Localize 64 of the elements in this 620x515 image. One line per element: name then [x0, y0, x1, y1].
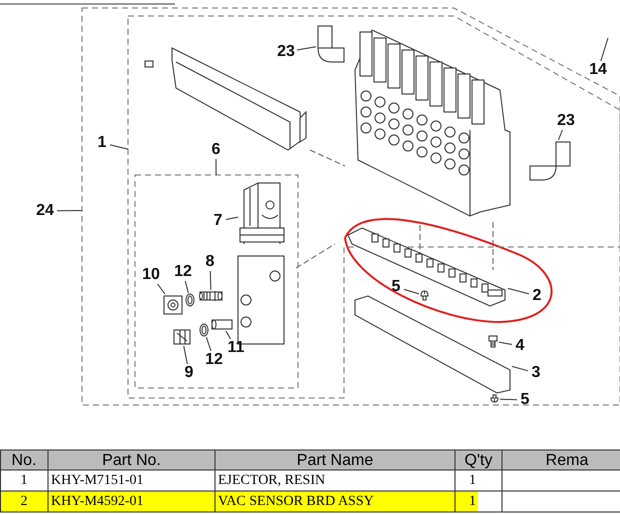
callout-number: 3 [528, 364, 544, 382]
callout-number: 12 [172, 263, 194, 281]
callout-number: 12 [203, 351, 225, 369]
fitting-icon [172, 328, 192, 346]
o-ring-icon [199, 323, 209, 337]
callout-number: 8 [202, 253, 218, 271]
callout-number: 2 [529, 287, 545, 305]
leader-line [210, 270, 212, 290]
table-cell-text: 1 [20, 472, 28, 490]
leader-line [498, 342, 512, 345]
table-cell-text: 2 [20, 493, 28, 511]
callout-number: 14 [586, 61, 610, 79]
leader-line [110, 144, 128, 150]
leader-line [296, 46, 316, 50]
screw-icon [419, 290, 430, 301]
leader-line [500, 398, 518, 400]
column-header: Part Name [296, 451, 374, 470]
leader-line [404, 288, 420, 294]
callout-number: 5 [388, 278, 404, 296]
fitting-icon [162, 294, 184, 316]
table-cell-text: KHY-M4592-01 [50, 493, 145, 511]
screw-icon [489, 394, 500, 404]
callout-number: 7 [210, 212, 226, 230]
callout-number: 23 [275, 43, 297, 61]
callout-number: 23 [555, 112, 577, 130]
leader-line [206, 336, 212, 352]
o-ring-icon [185, 293, 195, 307]
callout-number: 10 [140, 266, 162, 284]
leader-line [226, 216, 238, 220]
elbow-fitting-icon [528, 140, 572, 182]
mounting-bracket-drawing [353, 294, 512, 395]
leader-line [508, 288, 530, 294]
table-cell-text: VAC SENSOR BRD ASSY [217, 493, 375, 511]
leader-line [184, 280, 189, 294]
sensor-board-drawing [346, 226, 508, 308]
column-header: Part No. [101, 451, 162, 470]
leader-line [600, 38, 608, 62]
leader-line [225, 330, 232, 340]
callout-number: 4 [512, 337, 528, 355]
table-cell-text: EJECTOR, RESIN [217, 472, 326, 490]
fitting-icon [198, 290, 224, 302]
callout-number: 1 [94, 134, 110, 152]
column-header: Rema [544, 451, 590, 470]
solenoid-coil-drawing [238, 181, 286, 244]
callout-number: 11 [225, 339, 247, 357]
table-cell-text: 1 [468, 493, 477, 511]
callout-number: 9 [181, 364, 197, 382]
leader-line [512, 366, 528, 372]
leader-line [157, 284, 166, 294]
table-cell-text: KHY-M7151-01 [50, 472, 145, 490]
leader-line [56, 210, 82, 212]
leader-line [558, 130, 563, 140]
leader-line [216, 158, 217, 176]
column-header: Q'ty [464, 451, 494, 470]
elbow-fitting-icon [316, 24, 346, 64]
sleeve-icon [210, 318, 234, 331]
callout-number: 5 [517, 391, 533, 409]
leader-line [183, 346, 188, 364]
screw-icon [487, 334, 499, 348]
column-header: No. [10, 451, 38, 470]
table-cell-text: 1 [468, 472, 477, 490]
callout-number: 6 [208, 141, 224, 159]
dashed-group-outline [135, 175, 298, 388]
callout-number: 24 [33, 202, 57, 220]
